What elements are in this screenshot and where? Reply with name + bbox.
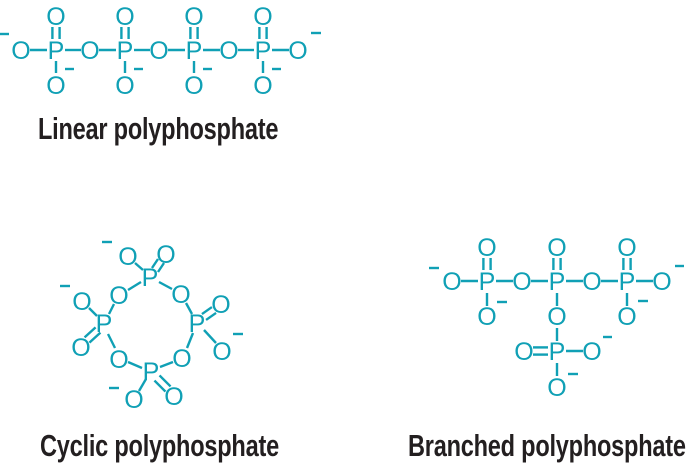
atom-O: O [652, 268, 671, 296]
atom-O: O [253, 72, 272, 100]
single-bond [107, 303, 116, 315]
atom-O: O [477, 303, 496, 331]
atom-O: O [212, 338, 231, 366]
single-bond [127, 360, 143, 370]
atom-O: O [71, 334, 90, 362]
double-bond [153, 379, 167, 393]
atom-P: P [96, 310, 113, 338]
atom-P: P [255, 37, 272, 65]
single-bond [185, 332, 195, 349]
double-bond [158, 374, 172, 388]
atom-O: O [582, 338, 601, 366]
atom-O: O [171, 281, 190, 309]
single-bond [137, 378, 148, 392]
atom-O: O [184, 72, 203, 100]
single-bond [127, 280, 142, 292]
atom-P: P [479, 268, 496, 296]
atom-O: O [115, 3, 134, 31]
atom-O: O [149, 37, 168, 65]
atom-O: O [253, 3, 272, 31]
atom-P: P [186, 37, 203, 65]
atom-O: O [211, 291, 230, 319]
atom-O: O [219, 37, 238, 65]
atom-P: P [619, 268, 636, 296]
atom-O: O [11, 37, 30, 65]
atom-P: P [549, 338, 566, 366]
single-bond [203, 329, 217, 344]
atom-O: O [512, 268, 531, 296]
atom-O: O [477, 234, 496, 262]
atom-P: P [143, 358, 160, 386]
atom-O: O [124, 386, 143, 414]
atom-P: P [117, 37, 134, 65]
atom-O: O [72, 288, 91, 316]
double-bond [151, 258, 160, 269]
atom-O: O [156, 241, 175, 269]
label-linear-polyphosphate: Linear polyphosphate [38, 111, 279, 146]
atom-P: P [549, 268, 566, 296]
atom-O: O [118, 243, 137, 271]
double-bond [88, 331, 102, 344]
atom-O: O [164, 383, 183, 411]
atom-P: P [48, 37, 65, 65]
single-bond [159, 360, 174, 369]
single-bond [106, 333, 117, 349]
atom-O: O [80, 37, 99, 65]
atom-P: P [142, 264, 159, 292]
atom-O: O [172, 345, 191, 373]
single-bond [184, 302, 194, 315]
atom-O: O [442, 268, 461, 296]
atom-O: O [514, 338, 533, 366]
double-bond [201, 306, 213, 316]
atom-O: O [109, 346, 128, 374]
atom-O: O [617, 303, 636, 331]
single-bond [158, 280, 173, 291]
atom-O: O [617, 234, 636, 262]
double-bond [156, 262, 165, 273]
single-bond [88, 307, 98, 317]
atom-P: P [189, 310, 206, 338]
atom-O: O [115, 72, 134, 100]
double-bond [205, 311, 217, 321]
atom-O: O [547, 303, 566, 331]
single-bond [134, 262, 144, 271]
atom-O: O [184, 3, 203, 31]
label-cyclic-polyphosphate: Cyclic polyphosphate [40, 428, 279, 463]
label-branched-polyphosphate: Branched polyphosphate [408, 428, 686, 463]
double-bond [83, 326, 97, 339]
atom-O: O [288, 37, 307, 65]
atom-O: O [46, 72, 65, 100]
atom-O: O [547, 234, 566, 262]
atom-O: O [582, 268, 601, 296]
atom-O: O [109, 282, 128, 310]
atom-O: O [46, 3, 65, 31]
atom-O: O [547, 374, 566, 402]
